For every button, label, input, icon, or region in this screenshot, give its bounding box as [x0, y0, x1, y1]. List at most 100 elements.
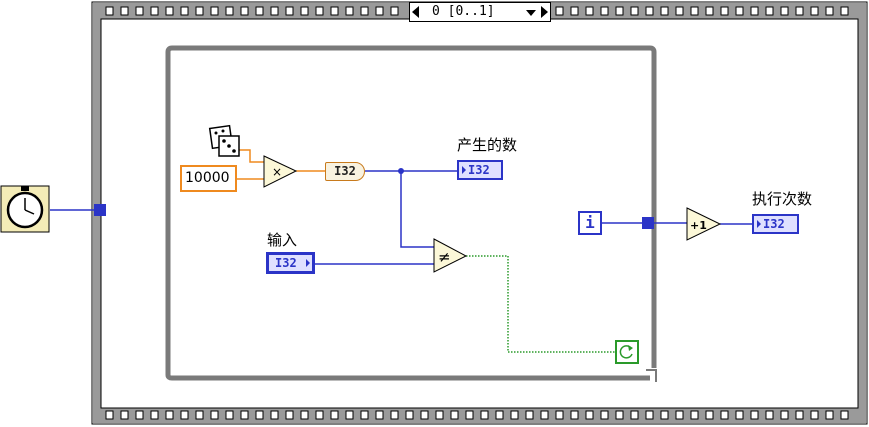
perforation-hole — [720, 6, 729, 16]
iteration-terminal[interactable]: i — [578, 211, 602, 235]
perforation-hole — [270, 410, 279, 420]
perforation-hole — [585, 410, 594, 420]
perforation-hole — [240, 410, 249, 420]
numeric-constant[interactable]: 10000 — [180, 165, 237, 192]
perforation-hole — [330, 410, 339, 420]
perforation-hole — [360, 6, 369, 16]
perforation-hole — [630, 6, 639, 16]
perforation-hole — [615, 6, 624, 16]
loop-tunnel[interactable] — [642, 217, 654, 229]
perforation-hole — [525, 410, 534, 420]
perforation-hole — [390, 410, 399, 420]
perforation-hole — [840, 6, 849, 16]
sequence-tunnel[interactable] — [94, 204, 106, 216]
perforation-hole — [240, 6, 249, 16]
perforation-hole — [225, 6, 234, 16]
perforation-hole — [555, 410, 564, 420]
perforation-hole — [720, 410, 729, 420]
svg-text:+1: +1 — [690, 219, 707, 232]
perforation-hole — [375, 6, 384, 16]
perforation-hole — [660, 410, 669, 420]
generated-number-indicator[interactable]: I32 — [457, 160, 503, 180]
perforation-hole — [345, 6, 354, 16]
perforation-hole — [645, 6, 654, 16]
to-i32-conversion-node[interactable]: I32 — [325, 162, 365, 181]
chevron-down-icon[interactable] — [526, 10, 536, 16]
perforation-hole — [180, 410, 189, 420]
perforation-hole — [675, 6, 684, 16]
generated-number-type: I32 — [468, 163, 490, 177]
tick-count-timer-icon[interactable] — [0, 185, 50, 233]
random-number-dice-icon[interactable] — [208, 124, 240, 157]
perforation-hole — [105, 410, 114, 420]
sequence-structure-frame[interactable] — [91, 1, 868, 425]
perforation-hole — [795, 410, 804, 420]
frame-bottom-perforations — [105, 410, 849, 420]
perforation-hole — [225, 410, 234, 420]
perforation-hole — [735, 410, 744, 420]
multiply-node[interactable]: × — [263, 155, 298, 188]
frame-top-perforations — [105, 6, 849, 16]
perforation-hole — [450, 410, 459, 420]
execution-count-label: 执行次数 — [752, 190, 813, 208]
perforation-hole — [285, 6, 294, 16]
perforation-hole — [300, 410, 309, 420]
generated-number-label: 产生的数 — [457, 136, 518, 154]
input-control-type: I32 — [275, 256, 297, 270]
perforation-hole — [195, 6, 204, 16]
perforation-hole — [270, 6, 279, 16]
perforation-hole — [150, 410, 159, 420]
perforation-hole — [375, 410, 384, 420]
perforation-hole — [825, 410, 834, 420]
perforation-hole — [210, 6, 219, 16]
not-equal-node[interactable]: ≠ — [433, 238, 468, 273]
perforation-hole — [465, 410, 474, 420]
perforation-hole — [210, 410, 219, 420]
perforation-hole — [120, 410, 129, 420]
perforation-hole — [180, 6, 189, 16]
perforation-hole — [135, 410, 144, 420]
perforation-hole — [195, 410, 204, 420]
perforation-hole — [390, 6, 399, 16]
perforation-hole — [645, 410, 654, 420]
control-arrow-icon — [306, 259, 310, 267]
perforation-hole — [705, 6, 714, 16]
while-loop[interactable] — [165, 45, 657, 382]
input-control[interactable]: I32 — [266, 252, 315, 274]
perforation-hole — [840, 410, 849, 420]
perforation-hole — [615, 410, 624, 420]
perforation-hole — [690, 6, 699, 16]
perforation-hole — [510, 410, 519, 420]
perforation-hole — [810, 6, 819, 16]
perforation-hole — [435, 410, 444, 420]
execution-count-indicator[interactable]: I32 — [752, 214, 799, 234]
case-selector[interactable]: 0 [0..1] — [409, 2, 551, 22]
perforation-hole — [765, 6, 774, 16]
perforation-hole — [540, 410, 549, 420]
perforation-hole — [780, 6, 789, 16]
perforation-hole — [810, 410, 819, 420]
prev-case-arrow-icon[interactable] — [412, 6, 419, 18]
perforation-hole — [150, 6, 159, 16]
perforation-hole — [360, 410, 369, 420]
perforation-hole — [585, 6, 594, 16]
perforation-hole — [675, 410, 684, 420]
perforation-hole — [600, 410, 609, 420]
perforation-hole — [315, 410, 324, 420]
perforation-hole — [135, 6, 144, 16]
next-case-arrow-icon[interactable] — [541, 6, 548, 18]
perforation-hole — [345, 410, 354, 420]
case-selector-value: 0 [0..1] — [432, 4, 495, 19]
perforation-hole — [600, 6, 609, 16]
loop-condition-terminal[interactable] — [615, 340, 639, 364]
perforation-hole — [570, 6, 579, 16]
perforation-hole — [570, 410, 579, 420]
perforation-hole — [165, 410, 174, 420]
svg-text:≠: ≠ — [438, 248, 451, 266]
perforation-hole — [120, 6, 129, 16]
perforation-hole — [255, 6, 264, 16]
perforation-hole — [480, 410, 489, 420]
svg-text:×: × — [272, 165, 282, 179]
increment-node[interactable]: +1 — [686, 207, 722, 241]
